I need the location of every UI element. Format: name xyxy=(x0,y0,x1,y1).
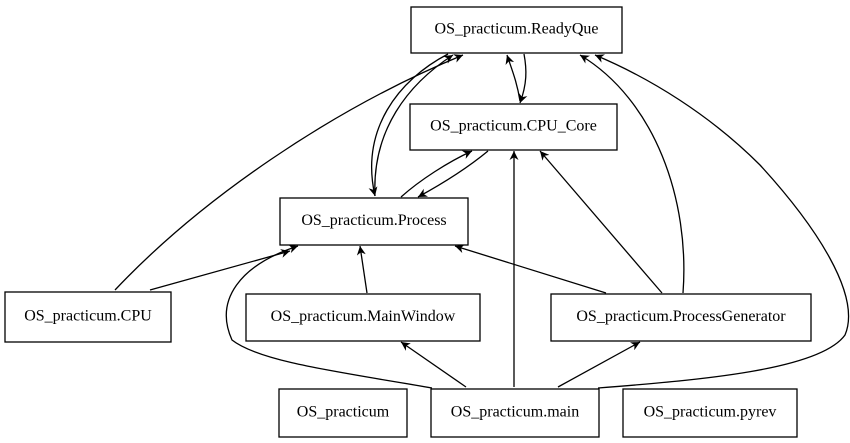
edge-cpu-core-to-process xyxy=(417,150,489,198)
node-process-label: OS_practicum.Process xyxy=(301,212,446,229)
node-cpu-label: OS_practicum.CPU xyxy=(24,308,152,325)
node-processgenerator[interactable]: OS_practicum.ProcessGenerator xyxy=(550,293,812,342)
edge-cpu-core-to-readyque xyxy=(505,54,521,102)
nodes: OS_practicum.ReadyQue OS_practicum.CPU_C… xyxy=(4,6,812,438)
node-process[interactable]: OS_practicum.Process xyxy=(279,197,469,246)
node-cpu[interactable]: OS_practicum.CPU xyxy=(4,291,172,343)
node-processgenerator-label: OS_practicum.ProcessGenerator xyxy=(576,308,786,325)
node-cpu-core-label: OS_practicum.CPU_Core xyxy=(430,118,597,135)
node-cpu-core[interactable]: OS_practicum.CPU_Core xyxy=(409,103,618,151)
node-main[interactable]: OS_practicum.main xyxy=(430,388,600,438)
edge-processgenerator-to-readyque xyxy=(579,54,685,294)
edge-cpu-to-process xyxy=(149,249,291,291)
edge-readyque-to-cpu-core xyxy=(518,53,528,104)
edge-readyque-to-process xyxy=(368,53,449,197)
edge-main-to-processgenerator xyxy=(557,341,641,388)
node-os-practicum-label: OS_practicum xyxy=(297,404,390,421)
edge-main-to-mainwindow xyxy=(400,341,467,388)
edge-mainwindow-to-process xyxy=(356,245,368,294)
edge-cpu-to-readyque xyxy=(114,54,464,291)
node-readyque[interactable]: OS_practicum.ReadyQue xyxy=(410,6,623,54)
edge-processgenerator-to-process xyxy=(454,244,607,294)
node-mainwindow[interactable]: OS_practicum.MainWindow xyxy=(245,293,481,342)
edges xyxy=(114,53,850,389)
node-pyrev-label: OS_practicum.pyrev xyxy=(644,404,777,421)
node-pyrev[interactable]: OS_practicum.pyrev xyxy=(622,388,798,438)
edge-main-to-process xyxy=(225,244,433,389)
node-main-label: OS_practicum.main xyxy=(451,404,579,421)
edge-main-to-readyque xyxy=(594,54,850,389)
node-readyque-label: OS_practicum.ReadyQue xyxy=(435,21,599,38)
node-mainwindow-label: OS_practicum.MainWindow xyxy=(271,308,456,325)
edge-processgenerator-to-cpu-core xyxy=(539,150,663,294)
edge-process-to-cpu-core xyxy=(400,150,473,198)
node-os-practicum[interactable]: OS_practicum xyxy=(278,388,408,438)
